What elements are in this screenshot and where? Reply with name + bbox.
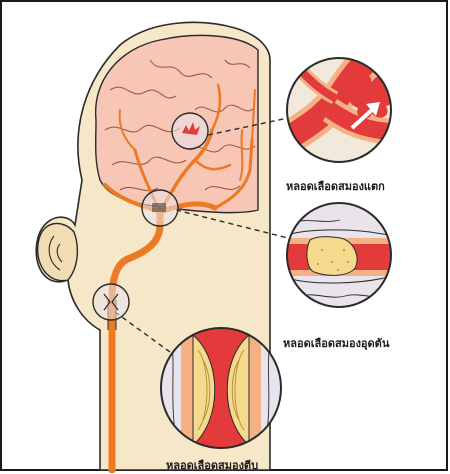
lens-rupture (285, 58, 395, 162)
marker-narrowing (93, 284, 129, 320)
label-narrowing: หลอดเลือดสมองตีบ (166, 456, 258, 474)
label-rupture: หลอดเลือดสมองแตก (286, 177, 385, 195)
lens-blockage (285, 203, 395, 307)
label-blockage: หลอดเลือดสมองอุดตัน (283, 334, 389, 352)
